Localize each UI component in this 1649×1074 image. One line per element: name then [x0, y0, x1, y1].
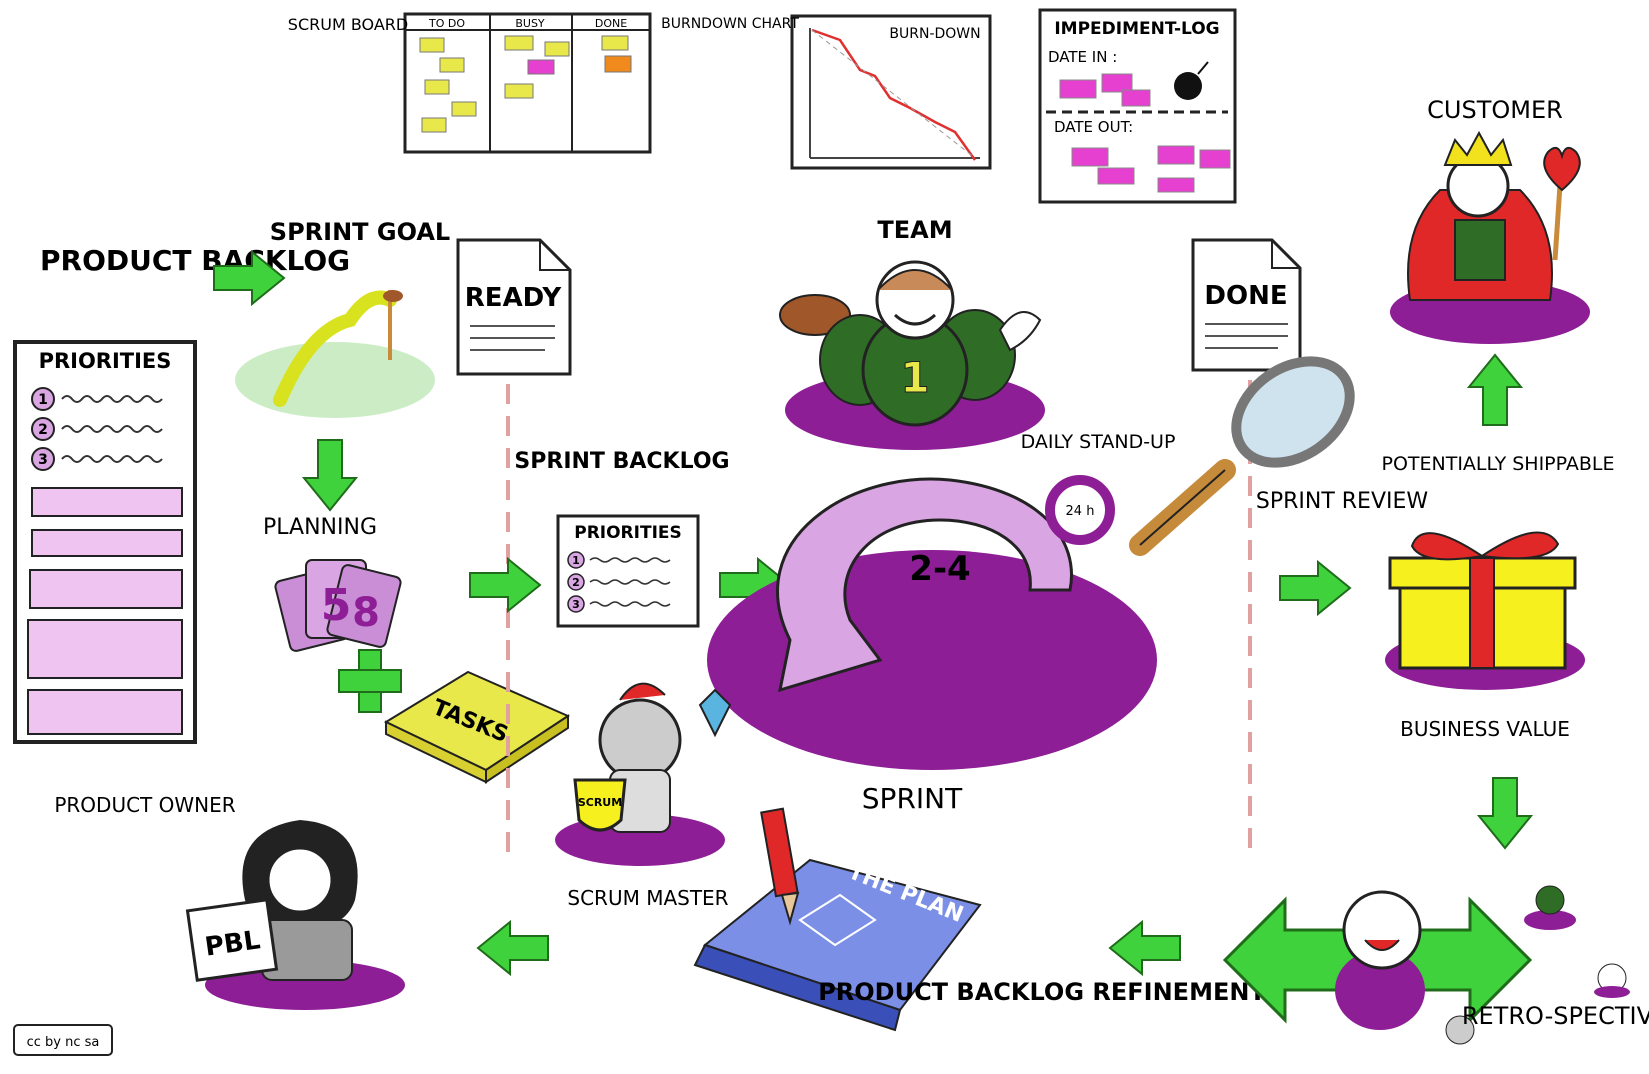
planning-card-b: 8: [352, 590, 380, 636]
sprint-backlog-priorities-title: PRIORITIES: [574, 523, 682, 543]
priority-number-1: 1: [38, 392, 48, 408]
sprint-backlog-list: PRIORITIES 1 2 3: [556, 514, 700, 628]
done-doc-label: DONE: [1204, 281, 1287, 311]
done-document: DONE: [1191, 238, 1302, 372]
magnifier-icon: [1129, 356, 1355, 556]
arrow-up-icon: [1468, 354, 1522, 426]
sprint-priority-number-3: 3: [572, 598, 580, 611]
scrum-master-illustration: SCRUM: [555, 682, 732, 866]
crown-icon: [1443, 130, 1513, 166]
daily-standup-label: DAILY STAND-UP: [1021, 431, 1176, 453]
product-backlog-title-line: PRODUCT BACKLOG: [40, 244, 350, 277]
customer-label: CUSTOMER: [1427, 96, 1563, 124]
pencil-icon: [760, 807, 800, 926]
cycle-weeks-unit: WEEKS: [873, 593, 992, 628]
date-out-label: DATE OUT:: [1054, 118, 1133, 136]
planning-card-a: 5: [321, 580, 352, 631]
priority-number-3: 3: [38, 452, 48, 468]
burndown-inner-label: BURN-DOWN: [889, 26, 980, 42]
cycle-weeks-number: 2-4: [909, 549, 970, 589]
sprint-review-label: SPRINT REVIEW: [1256, 489, 1429, 514]
license-badge: cc by nc sa: [13, 1024, 113, 1056]
ready-document: READY: [456, 238, 572, 376]
scrum-board: TO DO BUSY DONE: [403, 12, 652, 154]
sprint-priority-number-1: 1: [572, 554, 580, 567]
burndown-chart-label: BURNDOWN CHART: [661, 16, 799, 32]
board-col-busy: BUSY: [515, 17, 545, 30]
plus-icon: [338, 649, 402, 713]
arrow-left-icon: [1109, 921, 1181, 975]
retrospective-label: RETRO-SPECTIVE: [1462, 1002, 1649, 1030]
team-label: TEAM: [877, 216, 952, 244]
arrow-left-icon: [477, 921, 549, 975]
scrum-master-label: SCRUM MASTER: [567, 886, 728, 910]
football-icon: [383, 290, 403, 302]
sprint-backlog-label: SPRINT BACKLOG: [514, 449, 729, 474]
team-illustration: 1: [779, 260, 1045, 450]
priorities-title: PRIORITIES: [39, 349, 172, 373]
product-backlog-refinement-label: PRODUCT BACKLOG REFINEMENT: [818, 978, 1266, 1006]
football-icon: [779, 294, 851, 336]
shield-label: SCRUM: [578, 796, 622, 809]
bomb-icon: [1174, 72, 1202, 100]
product-backlog-list: PRIORITIES 1 2 3: [13, 340, 197, 744]
arrow-right-icon: [469, 558, 541, 612]
product-owner-illustration: PBL: [185, 820, 405, 1010]
arrow-right-icon: [1279, 561, 1351, 615]
board-col-todo: TO DO: [428, 17, 465, 30]
sprint-cycle: 2-4 WEEKS: [707, 477, 1157, 770]
impediment-log-title: IMPEDIMENT-LOG: [1054, 19, 1219, 39]
product-owner-label: PRODUCT OWNER: [54, 793, 235, 817]
license-text: cc by nc sa: [27, 1035, 100, 1050]
tasks-notes: TASKS: [383, 670, 571, 784]
gift-icon: [1385, 531, 1585, 690]
daily-standup-badge: 24 h: [1066, 504, 1095, 519]
sprint-goal-illustration: [235, 290, 435, 418]
sprint-goal-label: SPRINT GOAL: [270, 218, 450, 246]
date-in-label: DATE IN :: [1048, 48, 1117, 66]
scrum-board-label: SCRUM BOARD: [288, 15, 408, 34]
impediment-log: IMPEDIMENT-LOG DATE IN : DATE OUT:: [1038, 8, 1237, 204]
arrow-down-icon: [303, 439, 357, 511]
sprint-priority-number-2: 2: [572, 576, 580, 589]
potentially-shippable-label: POTENTIALLY SHIPPABLE: [1381, 453, 1614, 475]
retrospective-illustration: [1222, 890, 1533, 1030]
retrospective-mini-figures: [1445, 885, 1630, 1045]
jersey-number: 1: [900, 353, 929, 402]
board-col-done: DONE: [595, 17, 627, 30]
burndown-chart: BURN-DOWN: [790, 14, 992, 170]
priority-number-2: 2: [38, 422, 48, 438]
planning-label: PLANNING: [263, 515, 377, 540]
sprint-label: SPRINT: [862, 782, 963, 815]
ready-label: READY: [465, 283, 563, 313]
daily-standup-loop: 24 h: [1045, 475, 1115, 545]
heart-icon: [1543, 146, 1581, 192]
business-value-label: BUSINESS VALUE: [1400, 717, 1570, 741]
planning-cards: 5 8: [274, 559, 402, 652]
customer-illustration: [1390, 130, 1590, 344]
arrow-down-icon: [1478, 777, 1532, 849]
